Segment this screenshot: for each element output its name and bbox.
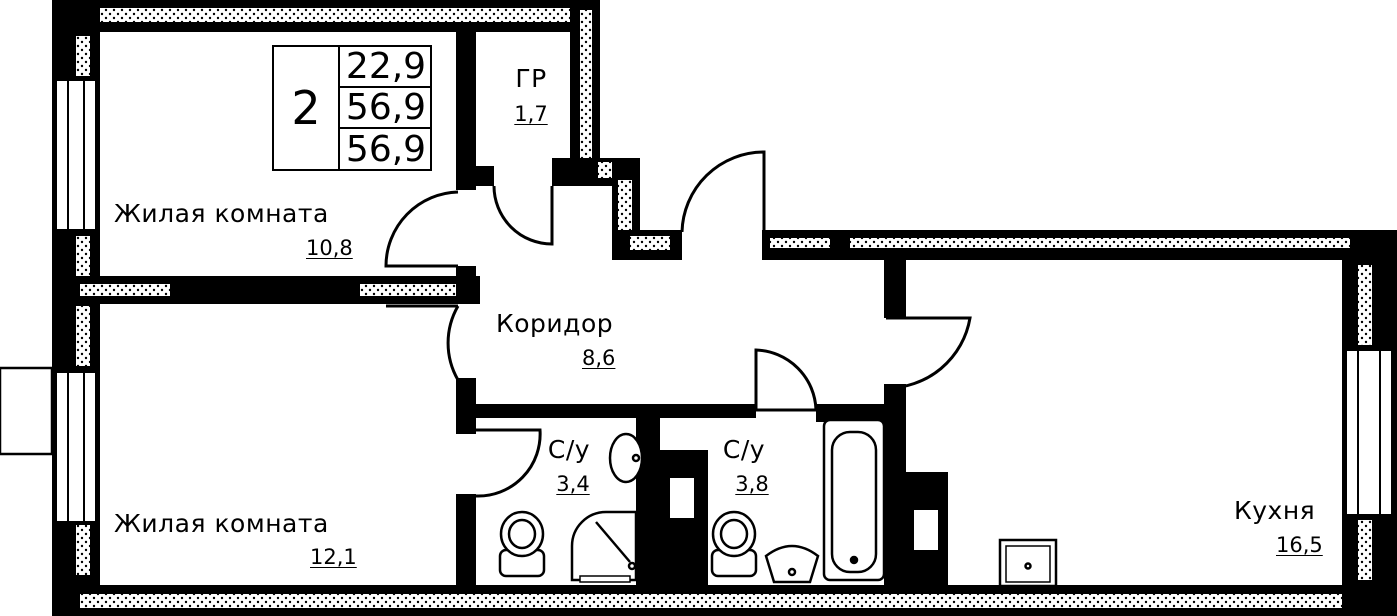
windows <box>0 79 1393 523</box>
kitchen-area: 16,5 <box>1276 533 1323 557</box>
wc1-area: 3,4 <box>556 472 590 496</box>
interior-walls <box>60 30 948 590</box>
total-area: 56,9 <box>338 87 432 129</box>
living-area: 22,9 <box>338 46 432 88</box>
wc1-name: С/у <box>547 435 591 464</box>
corridor-area: 8,6 <box>582 346 616 370</box>
wc2-area: 3,8 <box>735 472 769 496</box>
wardrobe-area: 1,7 <box>514 102 548 126</box>
corridor-name: Коридор <box>496 309 614 338</box>
total-area-with-balcony: 56,9 <box>338 129 432 170</box>
kitchen-name: Кухня <box>1234 496 1316 525</box>
rooms-count: 2 <box>291 81 321 135</box>
doors <box>384 150 972 498</box>
wardrobe-name: ГР <box>515 64 547 93</box>
bedroom2-area: 12,1 <box>310 545 357 569</box>
apartment-summary-box: 2 22,9 56,9 56,9 <box>272 45 432 171</box>
wc2-name: С/у <box>722 435 766 464</box>
bedroom1-name: Жилая комната <box>114 199 329 228</box>
fixtures <box>498 418 1058 588</box>
bedroom2-name: Жилая комната <box>114 509 329 538</box>
bedroom1-area: 10,8 <box>306 236 353 260</box>
